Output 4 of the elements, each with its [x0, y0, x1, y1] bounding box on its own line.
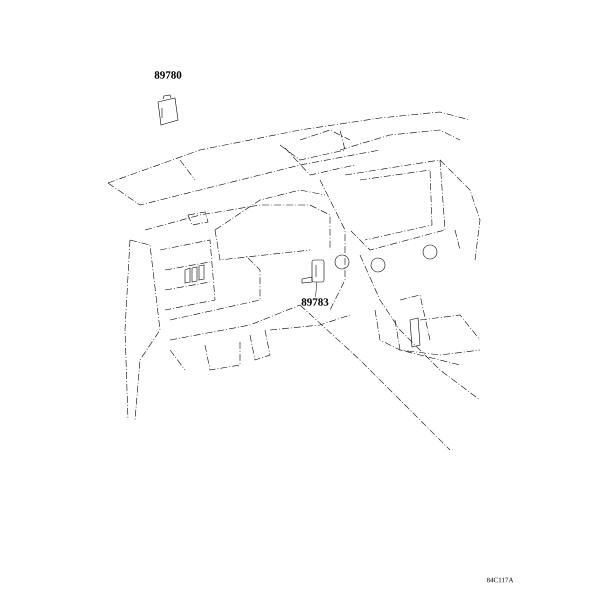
part-drawing — [302, 260, 324, 284]
part-number: 89783 — [302, 298, 328, 306]
part-number: 89780 — [154, 71, 182, 79]
leader-line — [315, 282, 318, 298]
